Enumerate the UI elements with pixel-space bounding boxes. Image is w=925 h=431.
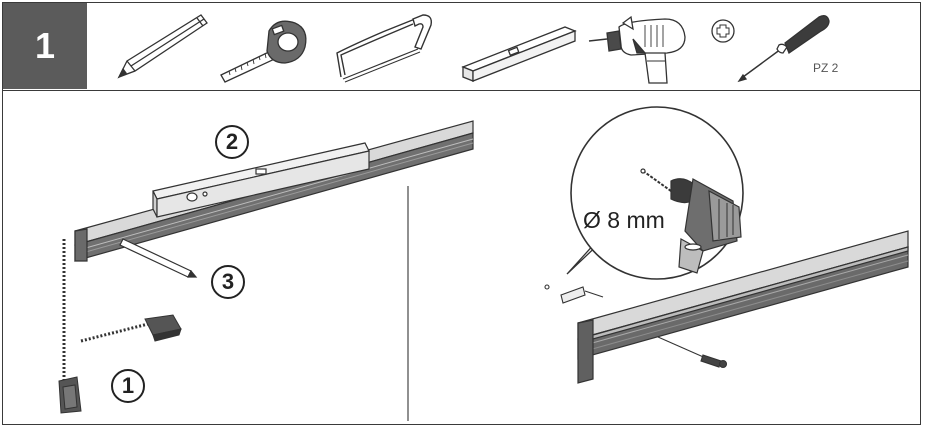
step-number: 1: [3, 3, 87, 89]
callout-2: 2: [215, 125, 249, 159]
screwdriver-bit-label: PZ 2: [813, 61, 839, 75]
tape-measure-icon: [220, 20, 307, 83]
illustration-area: 2 3 1 Ø 8 mm: [3, 91, 922, 426]
wall-plug-and-screw: [544, 284, 728, 369]
drill-icon: [588, 15, 686, 84]
tool-list: PZ 2: [87, 3, 922, 89]
spirit-level-on-rail: [152, 142, 370, 218]
pencil-marking: [119, 238, 198, 278]
callout-1: 1: [111, 369, 145, 403]
drill-size-label: Ø 8 mm: [583, 207, 665, 233]
callout-3: 3: [211, 265, 245, 299]
spirit-level-icon: [461, 26, 577, 82]
instruction-panel: 1: [2, 2, 921, 425]
ceiling-rail-right: [577, 230, 909, 384]
pencil-icon: [117, 14, 208, 79]
hacksaw-icon: [336, 14, 433, 83]
tools-header: 1: [3, 3, 920, 91]
installation-illustration: [58, 106, 909, 421]
detail-magnifier: [566, 106, 744, 280]
phillips-screwdriver-icon: [711, 15, 830, 83]
tape-measure-hanging: [58, 239, 182, 414]
